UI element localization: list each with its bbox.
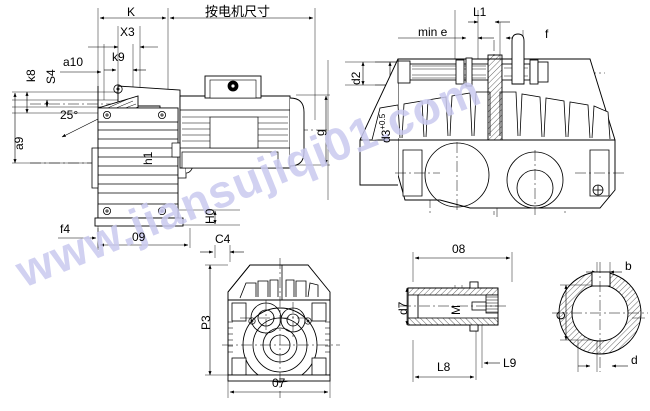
dim-label-X3: X3: [120, 25, 135, 39]
dim-label-L8: L8: [437, 360, 451, 374]
dim-label-H0: H0: [203, 208, 217, 224]
dim-label-a9: a9: [12, 136, 26, 150]
dim-label-C: C: [554, 311, 568, 320]
dim-label-d3-tol: +0.5: [378, 113, 387, 130]
dim-label-d3-base: d3: [379, 129, 393, 143]
dim-label-h1: h1: [141, 151, 155, 165]
dim-label-d7: d7: [396, 301, 410, 315]
dim-label-b: b: [625, 259, 632, 273]
dim-label-min-e: min e: [418, 25, 448, 39]
dim-label-S4: S4: [44, 69, 58, 84]
dim-label-k8: k8: [24, 69, 38, 82]
dim-label-d: d: [631, 353, 638, 367]
dim-label-M: M: [449, 305, 463, 315]
dim-label-d3: d3+0.5: [378, 114, 393, 143]
dim-label-angle-25: 25°: [60, 108, 79, 122]
dim-label-a10: a10: [63, 55, 84, 69]
dim-label-O9: 09: [132, 230, 146, 244]
dim-label-f: f: [545, 27, 549, 41]
dim-label-k9: k9: [112, 50, 125, 64]
dim-label-L1: L1: [473, 5, 487, 19]
dim-label-C4: C4: [215, 232, 231, 246]
dim-label-P3: P3: [199, 315, 213, 330]
dim-label-K: K: [127, 5, 136, 19]
dim-label-g: g: [313, 129, 327, 136]
dim-label-d2: d2: [349, 71, 363, 85]
header-note: 按电机尺寸: [205, 5, 271, 20]
dim-label-O7: 07: [272, 376, 286, 390]
dim-label-f4: f4: [60, 222, 71, 236]
dim-label-L9: L9: [503, 356, 517, 370]
dim-label-O8: 08: [452, 242, 466, 256]
